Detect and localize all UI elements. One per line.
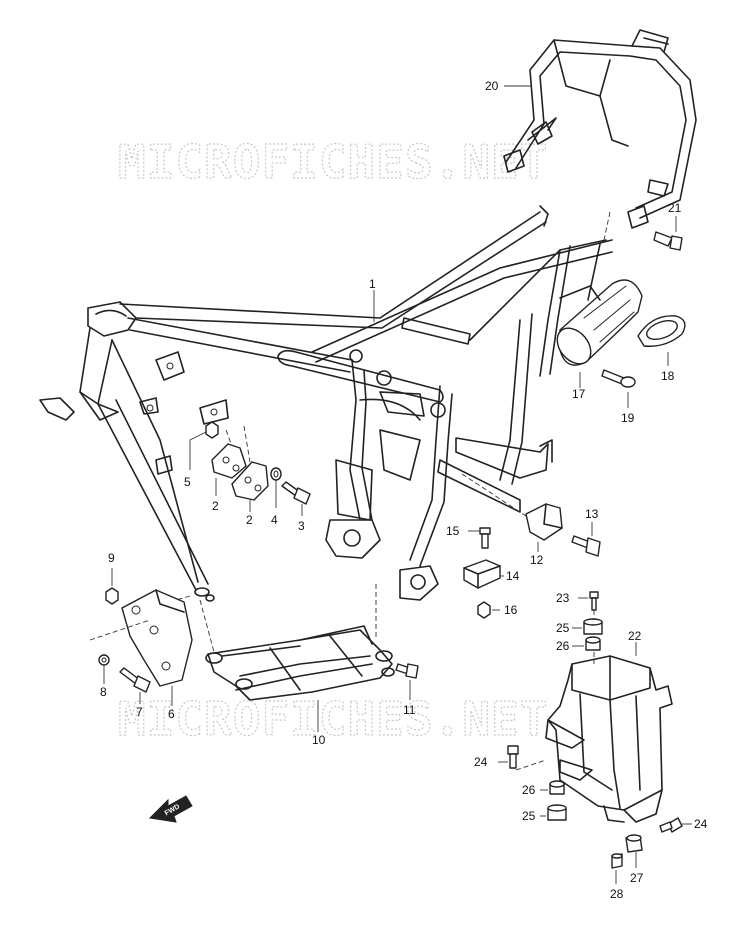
callout-9: 9 [108,551,115,565]
callout-21: 21 [668,201,682,215]
tool-case [556,279,643,366]
callout-12: 12 [530,553,544,567]
callout-19: 19 [621,411,635,425]
callout-5: 5 [184,475,191,489]
bolt-11 [395,663,419,679]
callout-2a: 2 [212,499,219,513]
rubber-25-upper [583,618,603,635]
callout-6: 6 [168,707,175,721]
callout-8: 8 [100,685,107,699]
callout-1: 1 [369,277,376,291]
fwd-arrow-icon: FWD [148,795,193,823]
callout-25b: 25 [522,809,536,823]
cap-28 [611,853,623,869]
bolt-24-left [507,745,519,769]
grab-bar [503,29,697,229]
callout-16: 16 [504,603,518,617]
callout-22: 22 [628,629,642,643]
callout-26a: 26 [556,639,570,653]
callout-15: 15 [446,524,460,538]
callout-2b: 2 [246,513,253,527]
callout-7: 7 [136,705,143,719]
bolt-3 [281,481,311,505]
rubber-12 [525,503,563,541]
callout-3: 3 [298,519,305,533]
callout-26b: 26 [522,783,536,797]
engine-bracket-2-left [211,443,247,479]
bolt-21 [653,231,683,251]
bolt-15 [479,527,491,549]
rubber-14 [463,559,501,589]
bolt-23 [589,591,599,611]
callout-23: 23 [556,591,570,605]
callout-25a: 25 [556,621,570,635]
callout-20: 20 [485,79,499,93]
callout-17: 17 [572,387,586,401]
washer-4 [270,467,282,481]
nut-16 [477,601,491,619]
bolt-7 [119,667,151,693]
collar-26-upper [585,636,601,651]
screw-19 [601,369,636,388]
battery-box-22 [545,655,673,823]
main-frame [39,205,613,602]
callout-24b: 24 [694,817,708,831]
collar-26-lower [549,780,565,795]
grommet-27 [625,834,643,853]
callout-28: 28 [610,887,624,901]
rubber-25-lower [547,804,567,821]
bolt-24-right [659,817,683,833]
callout-10: 10 [312,733,326,747]
washer-8 [98,654,110,666]
callout-18: 18 [661,369,675,383]
callout-4: 4 [271,513,278,527]
callout-11: 11 [403,703,416,717]
under-frame-10 [205,625,395,701]
callout-13: 13 [585,507,599,521]
tool-case-cap [637,315,686,347]
callout-14: 14 [506,569,520,583]
nut-9 [105,587,119,605]
watermark-bottom: MICROFICHES.NET [118,692,548,746]
nut-5 [205,421,219,439]
callout-27: 27 [630,871,644,885]
engine-plate-6 [89,589,193,687]
bolt-13 [571,535,601,557]
callout-24a: 24 [474,755,488,769]
engine-bracket-2-right [231,461,269,501]
watermark-top: MICROFICHES.NET [118,135,548,189]
